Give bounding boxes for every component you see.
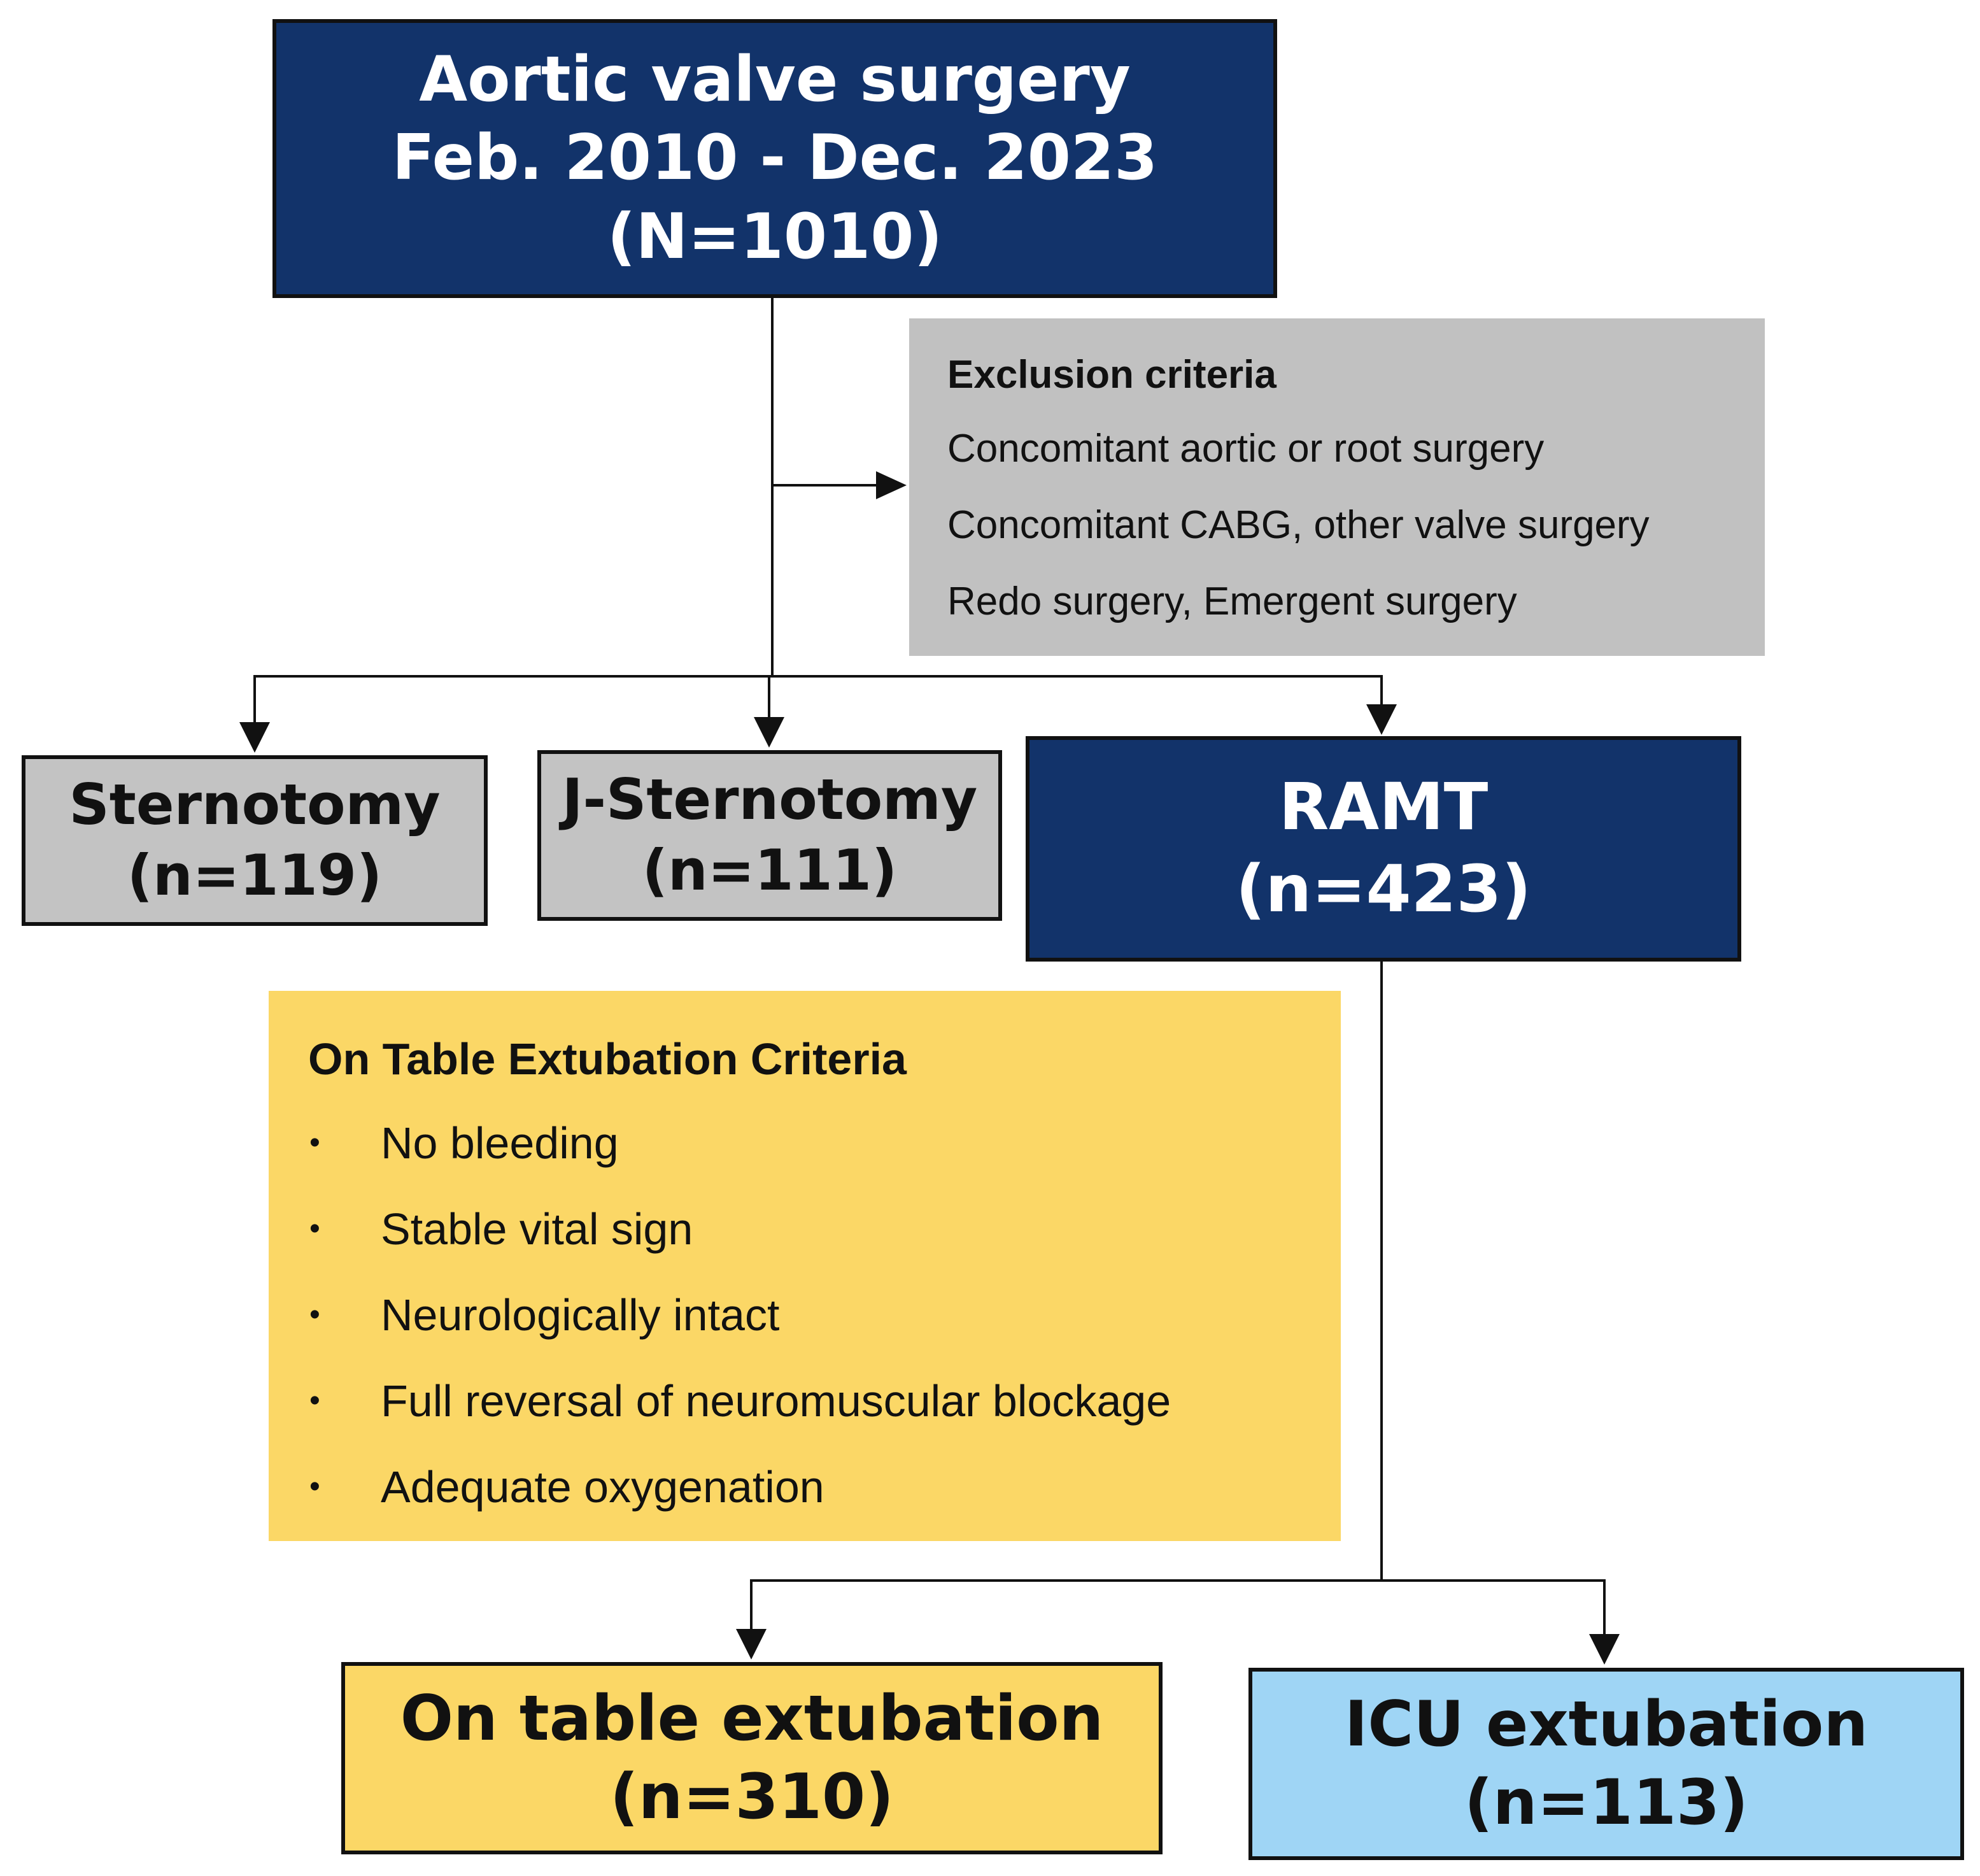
on-table-count: (n=310) <box>609 1761 895 1833</box>
j-sternotomy-arrowhead <box>754 717 784 748</box>
exclusion-arrowhead <box>876 471 907 499</box>
criteria-item-text: Full reversal of neuromuscular blockage <box>381 1376 1171 1426</box>
criteria-item-text: Stable vital sign <box>381 1204 693 1254</box>
split-line <box>253 675 1383 735</box>
icu-count: (n=113) <box>1464 1766 1749 1839</box>
bullet-icon: • <box>309 1126 320 1160</box>
exclusion-criteria-panel: Exclusion criteria Concomitant aortic or… <box>909 318 1765 656</box>
bullet-icon: • <box>309 1212 320 1246</box>
j-sternotomy-label: J-Sternotomy <box>562 767 978 833</box>
sternotomy-label: Sternotomy <box>69 772 441 838</box>
criteria-item: • Full reversal of neuromuscular blockag… <box>308 1379 1341 1423</box>
extubation-criteria-panel: On Table Extubation Criteria • No bleedi… <box>269 991 1341 1541</box>
on-table-extubation-box: On table extubation (n=310) <box>341 1662 1163 1854</box>
j-sternotomy-count: (n=111) <box>642 837 898 903</box>
criteria-item: • Adequate oxygenation <box>308 1465 1341 1509</box>
j-sternotomy-box: J-Sternotomy (n=111) <box>537 750 1002 921</box>
on-table-label: On table extubation <box>400 1682 1104 1755</box>
top-box-line-3: (N=1010) <box>607 200 943 273</box>
criteria-title: On Table Extubation Criteria <box>308 1034 907 1084</box>
criteria-item: • No bleeding <box>308 1121 1341 1165</box>
icu-extubation-box: ICU extubation (n=113) <box>1248 1668 1964 1860</box>
bullet-icon: • <box>309 1298 320 1332</box>
ramt-label: RAMT <box>1278 769 1489 846</box>
exclusion-item: Concomitant aortic or root surgery <box>947 427 1545 471</box>
criteria-item-text: Adequate oxygenation <box>381 1462 824 1512</box>
top-box-line-2: Feb. 2010 - Dec. 2023 <box>392 122 1158 195</box>
icu-arrowhead <box>1589 1634 1620 1665</box>
bullet-icon: • <box>309 1384 320 1418</box>
ramt-count: (n=423) <box>1235 851 1532 927</box>
exclusion-item: Redo surgery, Emergent surgery <box>947 579 1517 623</box>
extubation-split-line <box>750 1579 1606 1638</box>
sternotomy-arrowhead <box>239 722 270 753</box>
criteria-item: • Neurologically intact <box>308 1293 1341 1337</box>
criteria-item-text: No bleeding <box>381 1118 619 1168</box>
exclusion-item: Concomitant CABG, other valve surgery <box>947 503 1650 547</box>
ramt-box: RAMT (n=423) <box>1026 736 1741 962</box>
ramt-arrowhead <box>1366 704 1397 735</box>
sternotomy-box: Sternotomy (n=119) <box>22 755 488 926</box>
icu-label: ICU extubation <box>1344 1688 1869 1761</box>
sternotomy-count: (n=119) <box>127 842 383 908</box>
top-box-line-1: Aortic valve surgery <box>419 43 1131 116</box>
bullet-icon: • <box>309 1470 320 1503</box>
criteria-item-text: Neurologically intact <box>381 1290 780 1340</box>
aortic-valve-surgery-box: Aortic valve surgery Feb. 2010 - Dec. 20… <box>272 19 1277 298</box>
criteria-item: • Stable vital sign <box>308 1207 1341 1251</box>
on-table-arrowhead <box>736 1629 767 1659</box>
exclusion-title: Exclusion criteria <box>947 353 1276 397</box>
